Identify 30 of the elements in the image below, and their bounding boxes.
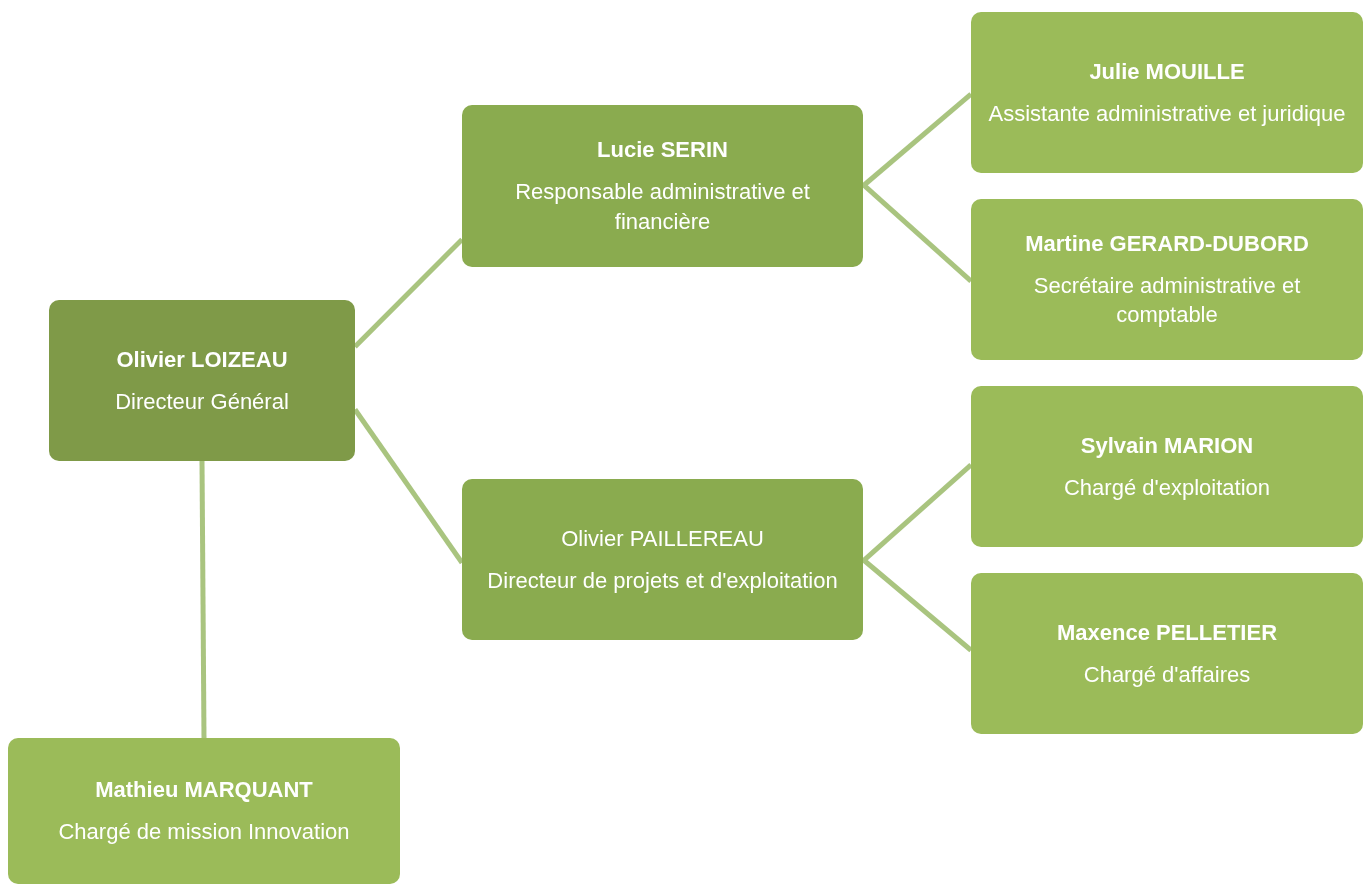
org-chart-box	[462, 479, 863, 640]
person-name: Sylvain MARION	[1080, 431, 1254, 460]
person-name: Julie MOUILLE	[1089, 57, 1245, 86]
connector-line	[861, 92, 973, 188]
person-name: Olivier PAILLEREAU	[561, 524, 764, 553]
person-name: Mathieu MARQUANT	[95, 776, 313, 805]
job-title: Responsable administrative et financière	[514, 178, 811, 236]
job-title: Chargé de mission Innovation	[58, 818, 350, 846]
org-chart-box	[971, 386, 1363, 547]
org-chart-box	[8, 738, 400, 884]
job-title: Directeur Général	[115, 387, 289, 416]
connector-line	[861, 182, 973, 283]
connector-line	[861, 463, 973, 563]
job-title: Assistante administrative et juridique	[988, 99, 1346, 128]
org-chart-box	[462, 105, 863, 267]
connector-line	[199, 461, 207, 738]
connector-line	[861, 557, 973, 653]
connector-line	[353, 237, 464, 349]
person-name: Martine GERARD-DUBORD	[1025, 229, 1309, 258]
person-name: Maxence PELLETIER	[1056, 618, 1278, 647]
org-chart-box	[971, 12, 1363, 173]
org-chart-box	[971, 573, 1363, 734]
job-title: Secrétaire administrative et comptable	[1032, 271, 1302, 330]
job-title: Directeur de projets et d'exploitation	[487, 566, 838, 595]
person-name: Lucie SERIN	[597, 136, 728, 165]
job-title: Chargé d'exploitation	[1064, 473, 1270, 502]
org-chart-box	[49, 300, 355, 461]
job-title: Chargé d'affaires	[1083, 660, 1251, 689]
org-chart-box	[971, 199, 1363, 360]
person-name: Olivier LOIZEAU	[116, 345, 288, 374]
